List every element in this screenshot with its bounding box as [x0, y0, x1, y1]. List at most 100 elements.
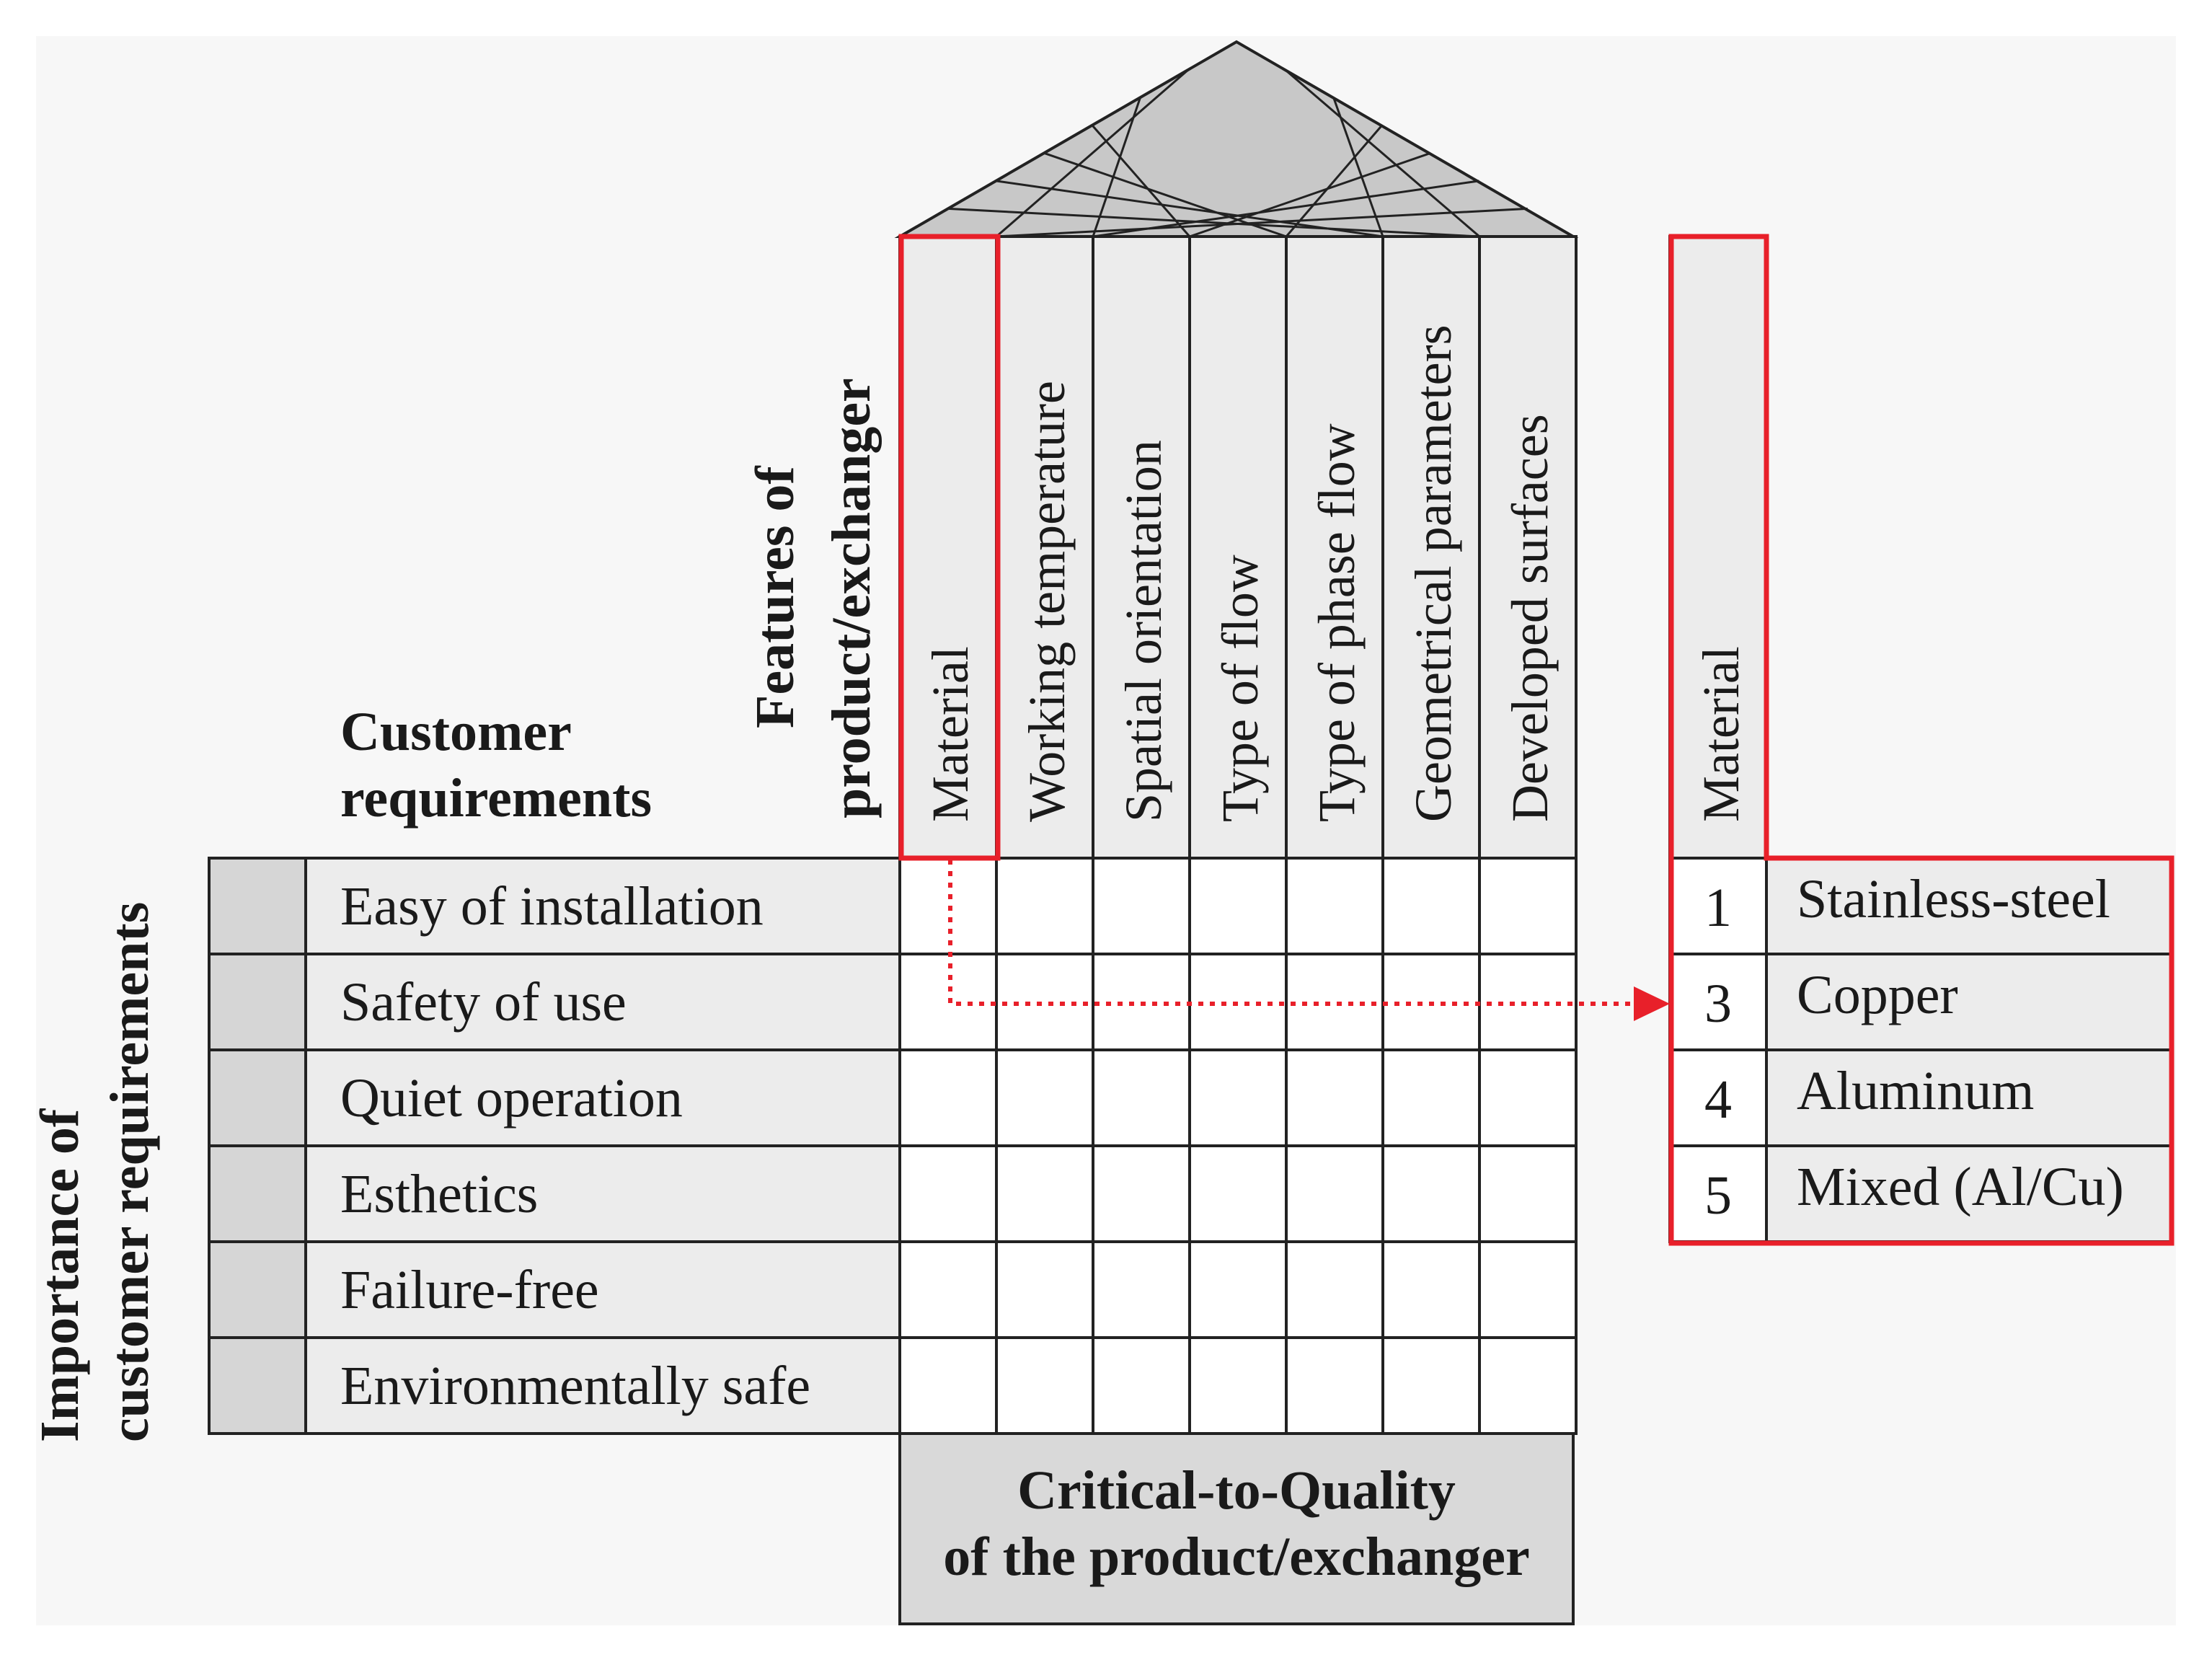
importance-cell — [208, 1048, 307, 1147]
material-name: Stainless-steel — [1797, 869, 2110, 929]
roof-grid-line — [947, 207, 1480, 238]
material-link-arrowhead — [1634, 986, 1670, 1021]
requirement-label: Safety of use — [340, 972, 627, 1033]
relationship-cell — [1188, 1240, 1288, 1339]
relationship-cell — [898, 1144, 998, 1243]
correlation-roof — [894, 40, 1579, 238]
relationship-cell — [1092, 1048, 1191, 1147]
roof-grid-line — [1284, 69, 1480, 238]
importance-label-line2: customer requirements — [99, 902, 160, 1442]
roof-grid-line — [996, 69, 1190, 238]
requirement-label: Environmentally safe — [340, 1356, 810, 1416]
roof-grid-line — [1091, 124, 1191, 237]
material-panel-highlight — [1668, 234, 2175, 1246]
relationship-cell — [1092, 857, 1191, 955]
requirement-label: Quiet operation — [340, 1068, 683, 1129]
relationship-cell — [995, 1048, 1094, 1147]
ctq-box: Critical-to-Quality of the product/excha… — [898, 1432, 1575, 1625]
feature-label: Type of flow — [1211, 555, 1269, 822]
roof-grid-line — [1092, 180, 1479, 238]
relationship-cell — [995, 953, 1094, 1051]
relationship-cell — [1478, 857, 1578, 955]
requirement-label-cell — [304, 1048, 901, 1147]
relationship-cell — [1188, 1144, 1288, 1243]
relationship-cell — [1092, 1144, 1191, 1243]
features-label: Features of product/exchanger — [745, 378, 882, 818]
requirement-row: Easy of installation — [208, 857, 1578, 955]
relationship-cell — [1285, 857, 1384, 955]
material-rank: 3 — [1704, 973, 1732, 1034]
relationship-cell — [1285, 1336, 1384, 1435]
relationship-cell — [1188, 1336, 1288, 1435]
requirement-label-cell — [304, 1336, 901, 1435]
relationship-cell — [898, 1048, 998, 1147]
feature-label: Developed surfaces — [1501, 414, 1559, 822]
feature-header-cell — [1381, 235, 1481, 860]
material-name: Mixed (Al/Cu) — [1797, 1157, 2124, 1217]
requirement-row: Esthetics — [208, 1144, 1578, 1243]
relationship-cell — [1478, 1336, 1578, 1435]
importance-label-line1: Importance of — [30, 1108, 90, 1442]
customer-requirements-line2: requirements — [340, 768, 652, 829]
material-rank: 5 — [1704, 1165, 1732, 1226]
feature-column-header: Type of phase flow — [1285, 235, 1384, 860]
material-name: Copper — [1797, 965, 1958, 1025]
relationship-cell — [995, 1144, 1094, 1243]
material-rank: 4 — [1704, 1069, 1732, 1130]
relationship-cell — [1188, 1048, 1288, 1147]
requirement-label-cell — [304, 1144, 901, 1243]
importance-cell — [208, 857, 307, 955]
material-panel-header: Material — [1692, 646, 1750, 822]
requirement-row: Quiet operation — [208, 1048, 1578, 1147]
material-column-highlight — [898, 234, 1001, 861]
relationship-cell — [1381, 1336, 1481, 1435]
relationship-cell — [1285, 1048, 1384, 1147]
feature-header-cell — [1478, 235, 1578, 860]
requirement-row: Failure-free — [208, 1240, 1578, 1339]
highlights — [898, 234, 2175, 1246]
requirement-label: Failure-free — [340, 1260, 599, 1320]
requirement-label-cell — [304, 1240, 901, 1339]
customer-requirements-label: Customer requirements — [340, 702, 652, 829]
relationship-cell — [995, 1240, 1094, 1339]
relationship-cell — [1285, 953, 1384, 1051]
material-name-cell — [1765, 1048, 2173, 1147]
customer-requirements-line1: Customer — [340, 702, 572, 762]
ctq-line1: Critical-to-Quality — [1017, 1460, 1456, 1521]
material-rank-cell — [1668, 857, 1768, 955]
importance-cell — [208, 1240, 307, 1339]
relationship-cell — [1478, 1048, 1578, 1147]
feature-label: Type of phase flow — [1308, 423, 1366, 822]
feature-label: Geometrical parameters — [1404, 324, 1462, 822]
roof-grid-lines — [947, 69, 1528, 238]
roof-grid-line — [1092, 97, 1141, 237]
relationship-cell — [1188, 857, 1288, 955]
relationship-cell — [1381, 857, 1481, 955]
feature-label: Material — [921, 646, 979, 822]
requirement-label: Esthetics — [340, 1164, 538, 1224]
feature-column-header: Material — [898, 235, 998, 860]
relationship-cell — [898, 1240, 998, 1339]
feature-column-header: Type of flow — [1188, 235, 1288, 860]
roof-grid-line — [996, 207, 1528, 238]
relationship-cell — [995, 1336, 1094, 1435]
feature-column-header: Working temperature — [995, 235, 1094, 860]
importance-label: Importance of customer requirements — [30, 902, 160, 1442]
relationship-cell — [1092, 1336, 1191, 1435]
feature-label: Working temperature — [1018, 381, 1076, 822]
material-link-arrow-line — [948, 860, 1645, 1006]
feature-column-header: Geometrical parameters — [1381, 235, 1481, 860]
roof-grid-line — [1285, 124, 1383, 237]
features-label-line1: Features of — [745, 465, 805, 728]
importance-cell — [208, 1336, 307, 1435]
feature-headers: Material Working temperature Spatial orien… — [898, 235, 1578, 860]
importance-cell — [208, 953, 307, 1051]
requirement-row: Environmentally safe — [208, 1336, 1578, 1435]
relationship-cell — [1381, 1144, 1481, 1243]
feature-column-header: Spatial orientation — [1092, 235, 1191, 860]
